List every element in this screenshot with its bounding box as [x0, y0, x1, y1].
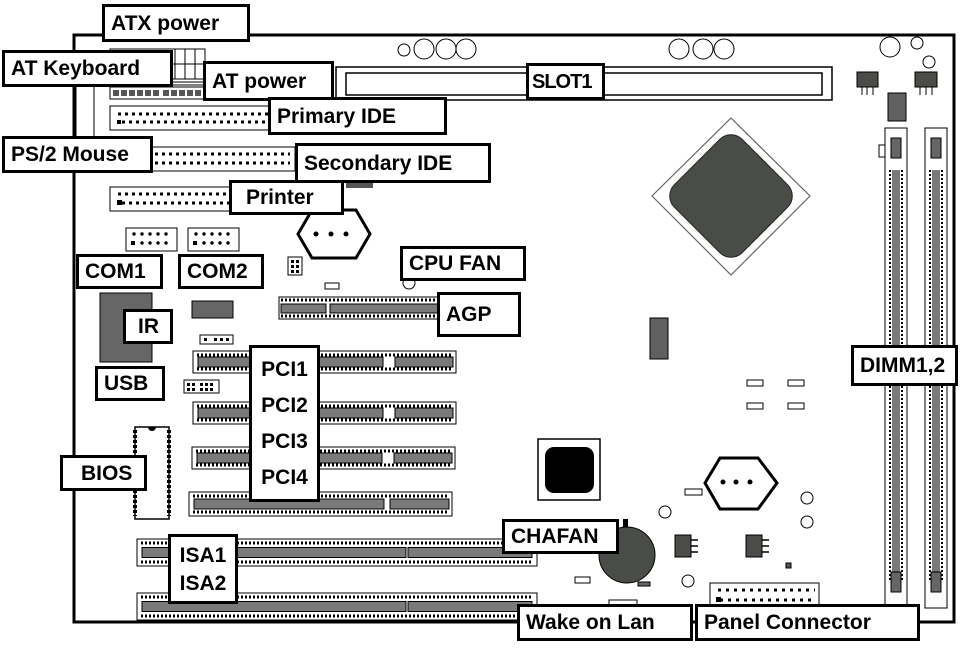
jumper-block: [287, 256, 303, 276]
ir-header: [199, 334, 234, 345]
agp-slot: [278, 296, 445, 320]
label-pci-slots: PCI1 PCI2 PCI3 PCI4: [249, 345, 320, 502]
capacitors-bottom: [658, 491, 814, 588]
label-primary-ide: Primary IDE: [268, 97, 447, 135]
pci-slot-1: [192, 350, 457, 374]
voltage-regulator: [856, 71, 938, 122]
hex-connector-top: [296, 208, 372, 260]
label-pci1: PCI1: [261, 358, 308, 382]
pci-slot-4: [188, 491, 453, 517]
capacitors-top: [397, 36, 936, 69]
dimm-side-jumper: [878, 144, 886, 158]
chip-vertical-mid: [649, 317, 669, 360]
label-ps2-mouse: PS/2 Mouse: [2, 136, 153, 173]
wol-jumper: [684, 488, 703, 496]
label-bios: BIOS: [60, 455, 147, 491]
label-slot1: SLOT1: [526, 63, 605, 100]
label-wake-on-lan: Wake on Lan: [517, 604, 693, 641]
label-agp: AGP: [437, 292, 521, 337]
label-isa2: ISA2: [179, 571, 227, 595]
label-atx-power: ATX power: [102, 4, 250, 42]
usb-header: [183, 379, 220, 394]
label-isa-slots: ISA1 ISA2: [168, 534, 238, 604]
label-at-keyboard: AT Keyboard: [2, 50, 173, 87]
secondary-ide-connector: [149, 146, 296, 172]
primary-ide-connector: [109, 105, 281, 131]
isa-slot-2: [136, 592, 538, 621]
label-pci2: PCI2: [261, 394, 308, 418]
label-com1: COM1: [76, 254, 163, 289]
at-power-connector: [109, 86, 206, 100]
label-cpu-fan: CPU FAN: [400, 246, 526, 281]
label-secondary-ide: Secondary IDE: [295, 143, 491, 183]
small-jumper: [324, 282, 340, 290]
label-printer: Printer: [229, 180, 344, 215]
pci-slot-3: [191, 446, 456, 470]
chip-mid-left: [191, 300, 234, 319]
hex-connector-bottom: [703, 456, 779, 511]
label-isa1: ISA1: [179, 543, 227, 567]
label-panel-connector: Panel Connector: [695, 604, 920, 641]
pci-slot-2: [192, 401, 457, 425]
isa-slots: [136, 538, 538, 621]
small-jumpers: [746, 379, 805, 410]
printer-connector: [109, 186, 236, 212]
label-com2: COM2: [178, 254, 264, 289]
com1-header: [125, 227, 178, 252]
small-square: [785, 562, 792, 569]
com2-header: [187, 227, 240, 252]
label-dimm: DIMM1,2: [851, 345, 958, 386]
southbridge-chip: [537, 438, 601, 501]
jumper-near-isa: [574, 576, 591, 584]
label-ir: IR: [123, 309, 173, 344]
transistor-right: [745, 534, 769, 558]
panel-connector-header: [709, 582, 820, 609]
transistor-left: [674, 534, 698, 558]
label-pci3: PCI3: [261, 429, 308, 453]
label-usb: USB: [95, 366, 165, 401]
label-chafan: CHAFAN: [502, 519, 619, 554]
label-pci4: PCI4: [261, 465, 308, 489]
label-at-power: AT power: [203, 61, 334, 101]
northbridge-chip: [651, 117, 811, 276]
ps2-port-outline: [75, 84, 95, 138]
small-chip-near-ide: [346, 180, 373, 188]
